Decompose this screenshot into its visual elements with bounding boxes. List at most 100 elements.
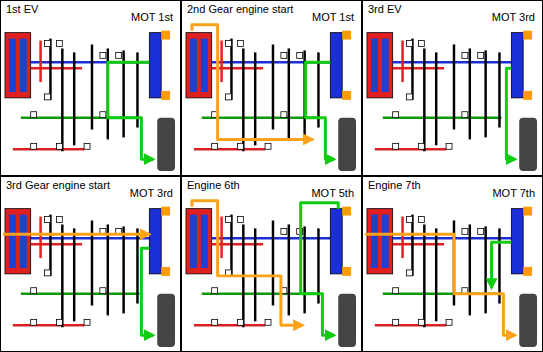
gear <box>484 50 486 137</box>
panel-title: 3rd EV <box>367 3 403 16</box>
shaft <box>21 292 140 294</box>
power-flow-panel: 3rd Gear engine startMOT 3rd <box>0 176 181 352</box>
gear <box>423 224 425 327</box>
panel-title: Engine 6th <box>186 179 241 192</box>
bearing <box>56 217 62 223</box>
power-flow <box>108 62 153 159</box>
wheel <box>519 118 537 171</box>
power-flow <box>192 201 303 326</box>
bearing <box>418 143 424 149</box>
bearing <box>31 112 37 118</box>
gear <box>498 52 500 127</box>
motor-gear-label: MOT 1st <box>130 11 174 24</box>
bearing <box>478 228 484 234</box>
bearing <box>418 41 424 47</box>
motor-stator <box>523 31 532 40</box>
bearing <box>418 217 424 223</box>
motor-stator <box>161 207 170 216</box>
gear <box>411 215 413 276</box>
motor <box>149 33 161 98</box>
motor-stator <box>161 31 170 40</box>
bearing <box>407 217 413 223</box>
clutch-plate <box>201 215 208 268</box>
bearing <box>56 143 62 149</box>
panel-title: 2nd Gear engine start <box>186 3 294 16</box>
bearing <box>446 319 452 325</box>
panel-title: 3rd Gear engine start <box>5 179 111 192</box>
bearing <box>45 217 51 223</box>
clutch-plate <box>382 215 389 268</box>
power-flow <box>306 62 335 159</box>
power-flow-panel: 1st EVMOT 1st <box>0 0 181 176</box>
motor-stator <box>161 267 170 276</box>
clutch-plate <box>371 39 378 92</box>
clutch <box>5 33 31 98</box>
bearing <box>116 52 122 58</box>
bearing <box>462 52 468 58</box>
gear <box>288 224 290 315</box>
gear <box>73 228 75 321</box>
bearing <box>212 319 218 325</box>
motor-gear-label: MOT 3rd <box>491 11 536 24</box>
gear <box>272 45 274 130</box>
bearing <box>281 112 287 118</box>
bearing <box>56 319 62 325</box>
gear <box>469 224 471 315</box>
motor-stator <box>342 91 351 100</box>
power-flow-panel: Engine 7thMOT 7th <box>362 176 543 352</box>
bearing <box>226 217 232 223</box>
bearing <box>407 270 413 276</box>
power-flow <box>141 248 153 335</box>
shaft <box>383 116 502 118</box>
clutch <box>5 209 31 274</box>
shaft <box>375 148 446 150</box>
bearing <box>462 112 468 118</box>
panel-title: Engine 7th <box>367 179 422 192</box>
motor-gear-label: MOT 3rd <box>129 187 174 200</box>
motor-stator <box>523 207 532 216</box>
bearing <box>45 41 51 47</box>
clutch-plate <box>9 39 16 92</box>
gear <box>220 41 222 83</box>
power-flow <box>192 25 313 140</box>
gear <box>469 48 471 139</box>
power-flow-panel: 2nd Gear engine startMOT 1st <box>181 0 362 176</box>
bearing <box>212 288 218 294</box>
gear <box>107 224 109 315</box>
shaft <box>13 148 84 150</box>
power-flow <box>492 242 512 287</box>
transmission-illustration <box>363 177 542 351</box>
shaft <box>202 116 321 118</box>
power-flow-panel: Engine 6thMOT 5th <box>181 176 362 352</box>
bearing <box>393 143 399 149</box>
gear <box>242 48 244 151</box>
shaft <box>194 324 265 326</box>
bearing <box>84 319 90 325</box>
shaft <box>13 324 84 326</box>
wheel <box>157 294 175 347</box>
motor-stator <box>523 267 532 276</box>
clutch-plate <box>371 215 378 268</box>
wheel <box>157 118 175 171</box>
bearing <box>31 288 37 294</box>
bearing <box>393 112 399 118</box>
wheel <box>519 294 537 347</box>
bearing <box>393 288 399 294</box>
bearing <box>478 52 484 58</box>
power-flow-panel: 3rd EV MOT 3rd <box>362 0 543 176</box>
motor-gear-label: MOT 1st <box>311 11 355 24</box>
bearing <box>281 228 287 234</box>
gear <box>411 39 413 100</box>
bearing <box>393 319 399 325</box>
transmission-illustration <box>1 177 180 351</box>
clutch-plate <box>20 39 27 92</box>
bearing <box>418 319 424 325</box>
power-flow <box>301 203 339 335</box>
bearing <box>45 270 51 276</box>
motor-gear-label: MOT 5th <box>310 187 355 200</box>
clutch-plate <box>9 215 16 268</box>
gear <box>484 226 486 313</box>
motor <box>511 209 523 274</box>
bearing <box>407 41 413 47</box>
